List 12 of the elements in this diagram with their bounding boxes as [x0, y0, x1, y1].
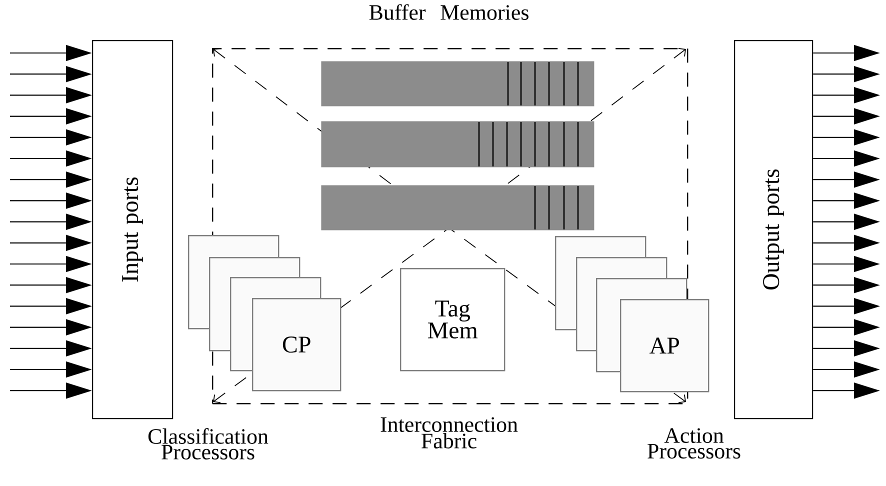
port-box: Input ports	[92, 40, 174, 420]
port-box: Output ports	[734, 40, 814, 420]
fabric-caption: Interconnection Fabric	[380, 417, 518, 448]
buffer-bar	[321, 121, 594, 168]
caption: Classification Processors	[148, 428, 268, 460]
caption: Buffer Memories	[369, 4, 528, 20]
buffer-bar	[321, 185, 594, 230]
buffer-bar	[321, 61, 594, 106]
caption: Action Processors	[648, 428, 740, 459]
processor-box: AP	[620, 299, 710, 392]
processor-box: CP	[252, 298, 342, 392]
memory-box: Tag Mem	[400, 268, 506, 372]
